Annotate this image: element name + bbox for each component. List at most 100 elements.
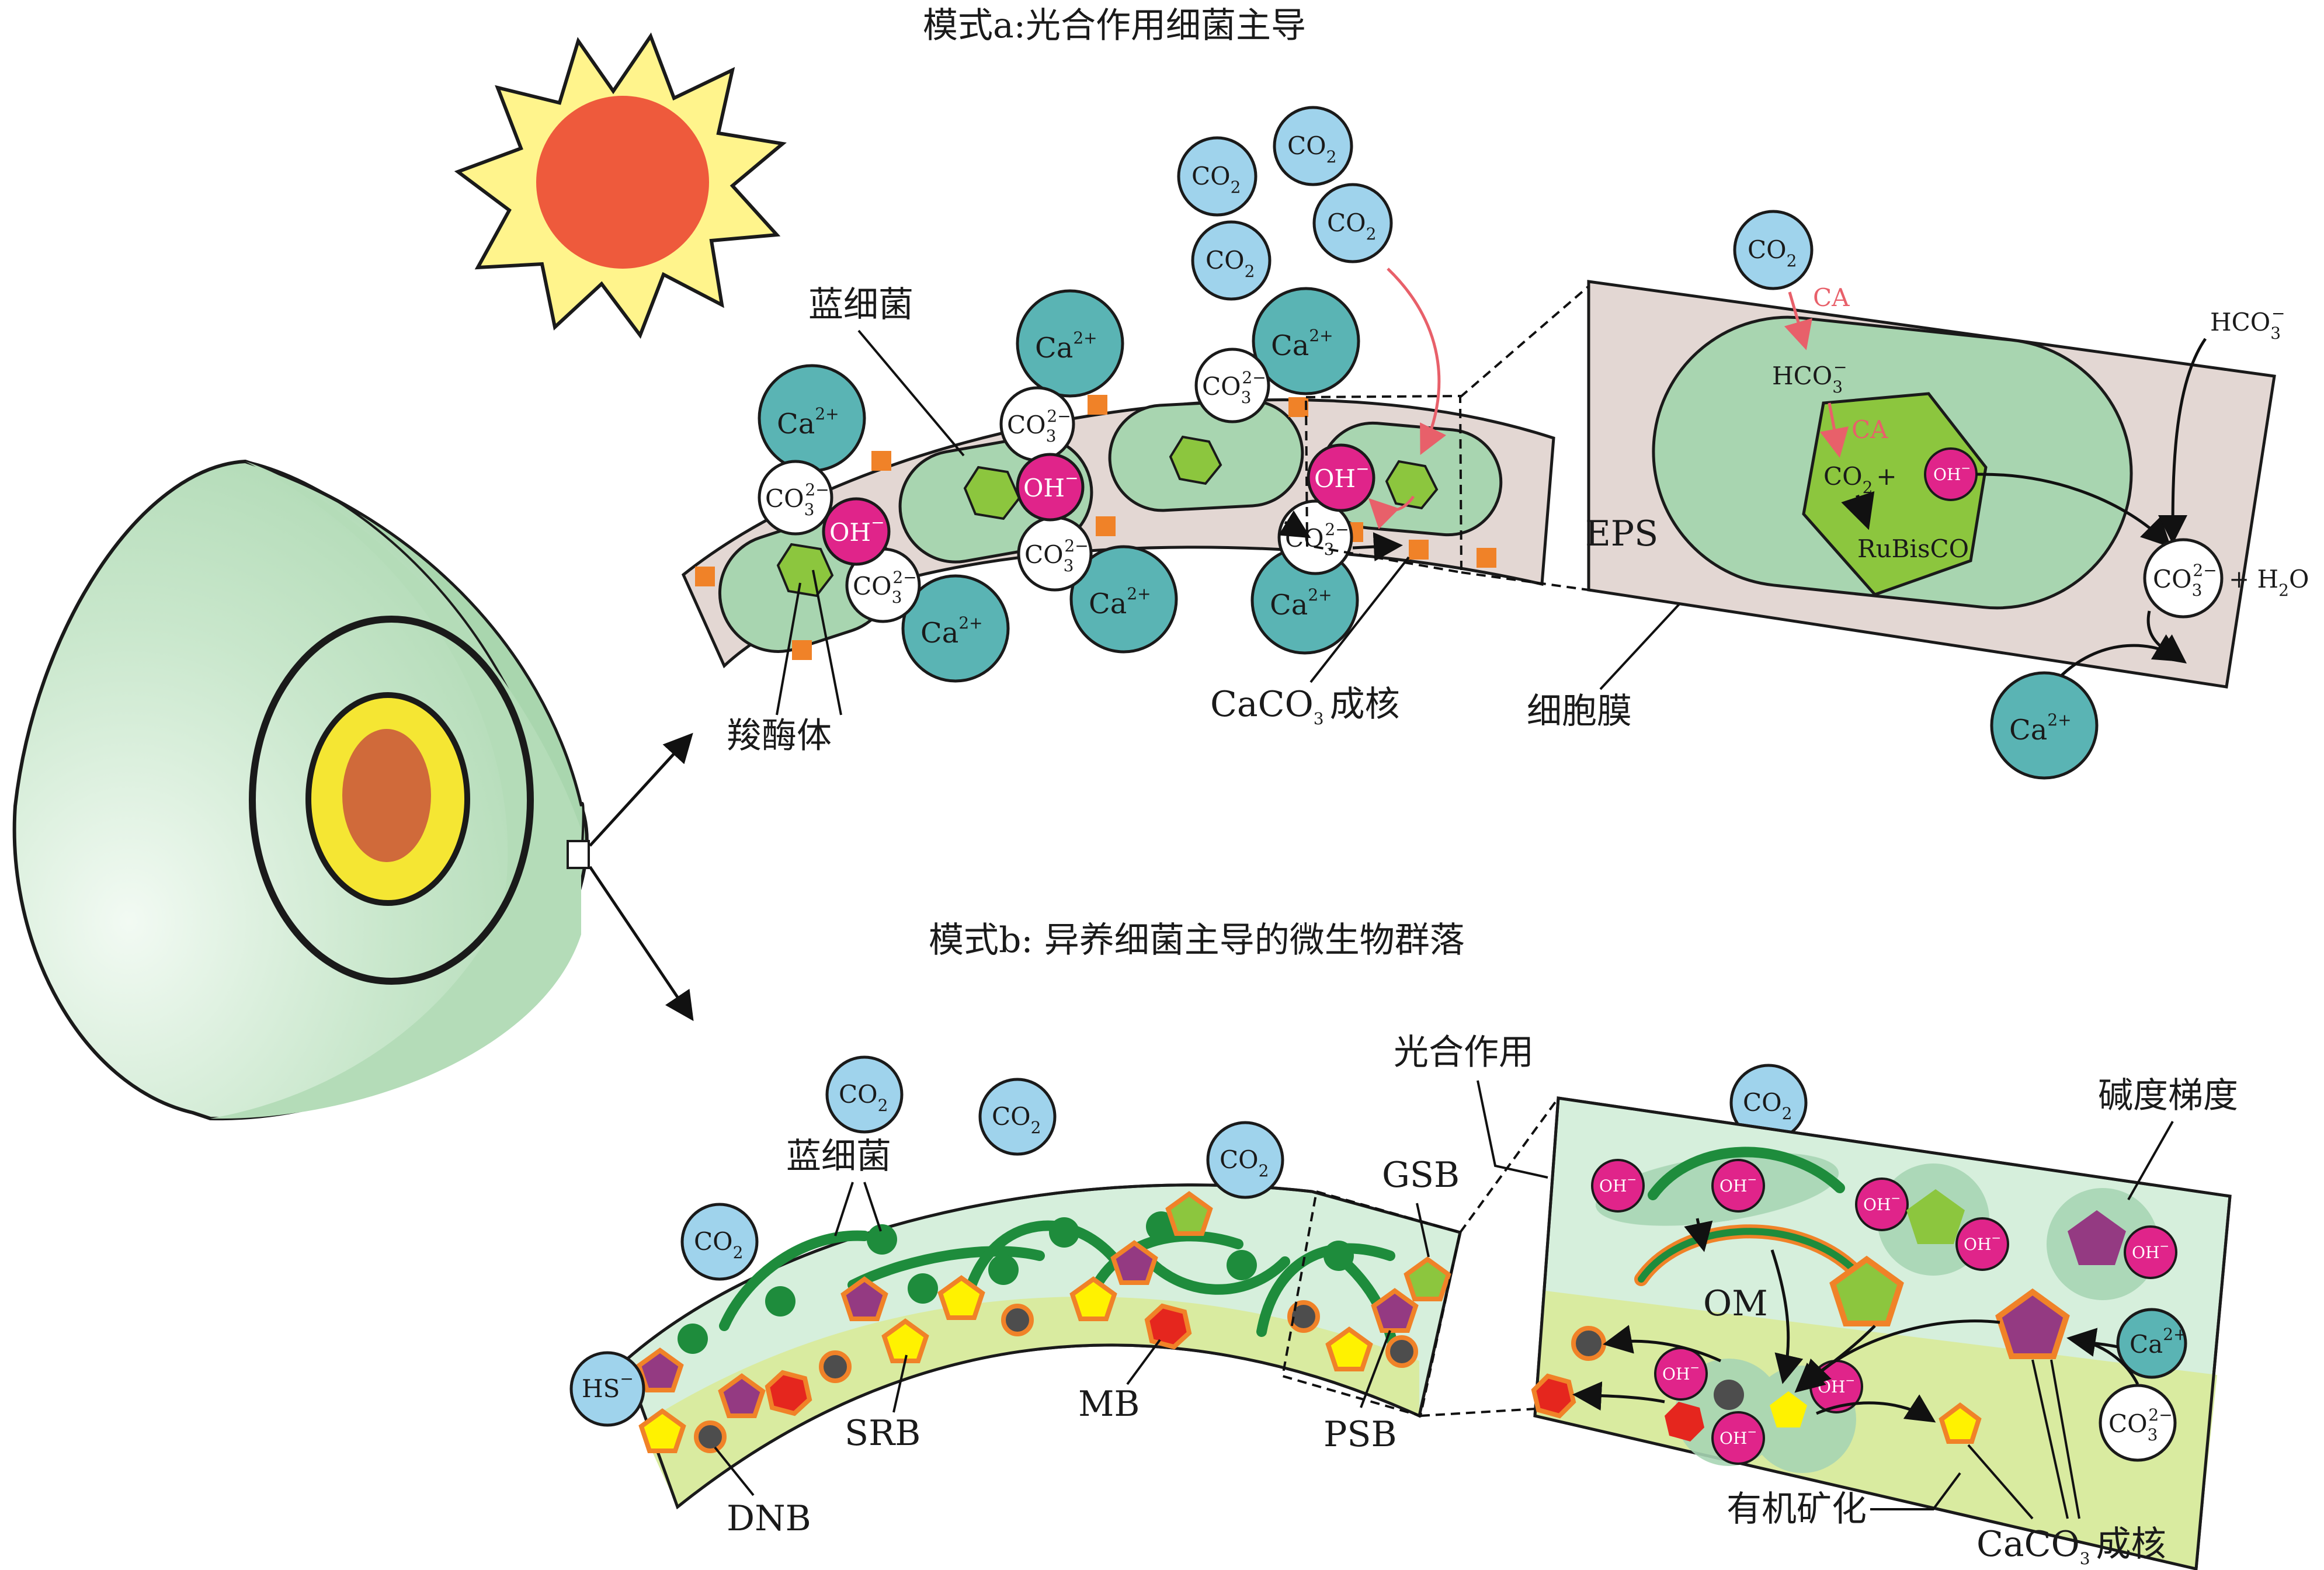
sphere-orange-core <box>342 729 431 862</box>
label-carboxysome: 羧酶体 <box>727 715 832 756</box>
svg-text:CO2: CO2 <box>1220 1145 1269 1180</box>
svg-text:CO2: CO2 <box>839 1080 888 1115</box>
oh-ion: OH− <box>1711 1159 1765 1213</box>
svg-text:CO2: CO2 <box>1206 246 1255 281</box>
svg-text:CO32−: CO32− <box>1007 407 1071 446</box>
carboxysome-3 <box>1169 435 1222 485</box>
svg-text:Ca2+: Ca2+ <box>1271 326 1333 362</box>
co2-molecule-zoom: CO2 <box>1733 210 1814 290</box>
pentagon-green <box>1165 1191 1451 1301</box>
svg-text:CO32−: CO32− <box>765 480 829 519</box>
arrow-hco3-to-co3 <box>2158 338 2207 544</box>
zoom-dot-gray-1 <box>1571 1326 1606 1361</box>
leader-photosynthesis <box>1477 1080 1548 1179</box>
label-gsb: GSB <box>1382 1155 1460 1196</box>
label-dnb: DNB <box>727 1498 811 1539</box>
label-mb: MB <box>1078 1384 1140 1425</box>
svg-text:OH−: OH− <box>1863 1191 1901 1214</box>
svg-text:Ca2+: Ca2+ <box>920 613 983 649</box>
co2-molecule: CO2 <box>1191 220 1272 301</box>
svg-text:CO2: CO2 <box>1327 209 1376 244</box>
svg-text:CO2: CO2 <box>1191 162 1241 197</box>
cyanobacteria-cells-b <box>678 1211 1354 1354</box>
co2-molecule: CO2 <box>978 1078 1057 1156</box>
co3-ion: CO32− <box>1017 516 1093 592</box>
svg-text:CO2: CO2 <box>1748 235 1797 270</box>
leader-cyanobacteria-b1 <box>834 1182 854 1236</box>
svg-text:CO2: CO2 <box>1287 131 1336 166</box>
label-alkalinity-gradient: 碱度梯度 <box>2098 1075 2238 1116</box>
zoom-line-b2 <box>1420 1408 1537 1417</box>
ca-ion: Ca2+ <box>1069 545 1178 654</box>
oh-ion: OH− <box>1016 453 1085 522</box>
oh-ion: OH− <box>1955 1217 2009 1271</box>
label-hco3-zoom: HCO3− <box>1772 357 1847 397</box>
svg-text:OH−: OH− <box>1719 1172 1757 1196</box>
svg-text:OH−: OH− <box>1314 459 1370 493</box>
zoom-pentagon-purple-1 <box>2068 1210 2126 1265</box>
co3-ion-zoom: CO32− <box>2143 538 2224 619</box>
leader-cyanobacteria-b2 <box>863 1182 882 1232</box>
hexagon-red <box>765 1303 1192 1416</box>
svg-text:OH−: OH− <box>1933 461 1971 484</box>
svg-text:Ca2+: Ca2+ <box>777 404 839 440</box>
pentagon-yellow <box>638 1275 1373 1453</box>
svg-text:CO2: CO2 <box>694 1227 743 1262</box>
zoom-b-arrows <box>1572 1218 2139 1423</box>
leader-srb <box>892 1354 908 1413</box>
zoom-pentagon-purple-2 <box>1995 1288 2070 1359</box>
label-srb: SRB <box>845 1413 920 1454</box>
zoom-pentagon-yellow-2 <box>1939 1402 1982 1444</box>
co3-ion: CO32− <box>1277 499 1353 575</box>
carboxysome-4 <box>1385 460 1439 510</box>
leader-caco3-nucleation-a <box>1309 556 1410 683</box>
oh-ion: OH− <box>1307 443 1375 512</box>
svg-text:HS−: HS− <box>582 1369 634 1403</box>
co2-molecule: CO2 <box>825 1055 904 1134</box>
co3-ion: CO32− <box>1194 348 1270 423</box>
svg-text:OH−: OH− <box>1964 1231 2001 1254</box>
sun-icon <box>454 32 787 339</box>
ca-ion: Ca2+ <box>758 364 866 473</box>
svg-text:CO32−: CO32− <box>2153 561 2217 600</box>
svg-text:OH−: OH− <box>1662 1360 1700 1384</box>
co3-ion-zoom-b: CO32− <box>2099 1384 2177 1462</box>
mode-a-title: 模式a:光合作用细菌主导 <box>923 5 1306 46</box>
sphere-outer-ring <box>249 616 534 985</box>
sample-box <box>567 840 590 869</box>
arrow-to-rubisco <box>1841 491 1875 530</box>
zoom-box-a <box>1304 394 1463 574</box>
leader-caco3-b2 <box>2031 1359 2069 1519</box>
co3-ion: CO32− <box>758 460 833 536</box>
svg-text:CO32−: CO32− <box>1024 536 1089 575</box>
zoom-line-a1 <box>1459 285 1590 398</box>
zoom-filament-1 <box>1648 1147 1845 1200</box>
leader-dnb <box>714 1446 755 1496</box>
oh-ion: OH− <box>1654 1347 1708 1401</box>
ca-ion-zoom-b: Ca2+ <box>2116 1308 2187 1379</box>
label-ca-enzyme-1: CA <box>1813 283 1850 312</box>
oh-ion: OH− <box>2124 1225 2177 1279</box>
zoom-line-a2 <box>1461 571 1589 591</box>
arrow-to-mode-a <box>589 732 693 847</box>
label-h2o: + H2O <box>2229 565 2309 600</box>
ca-ion: Ca2+ <box>1016 289 1124 398</box>
label-cyanobacteria-a: 蓝细菌 <box>808 284 913 325</box>
pentagon-purple <box>636 1240 1419 1418</box>
zoom-dot-gray-2 <box>1714 1380 1744 1410</box>
zoom-pentagon-yellow-1 <box>1770 1391 1807 1427</box>
label-om: OM <box>1703 1283 1768 1324</box>
label-psb: PSB <box>1323 1414 1397 1455</box>
zoom-pentagon-green-1 <box>1906 1189 1965 1244</box>
svg-text:CO32−: CO32− <box>2108 1405 2173 1444</box>
arrow-hco3-co2 <box>1819 402 1849 458</box>
oh-ion: OH− <box>1855 1178 1909 1231</box>
leader-gsb <box>1416 1203 1430 1258</box>
svg-text:OH−: OH− <box>829 513 885 547</box>
co2-molecule: CO2 <box>1177 136 1257 217</box>
sun-core <box>536 96 709 269</box>
mat-lower-layer <box>640 1297 1419 1507</box>
